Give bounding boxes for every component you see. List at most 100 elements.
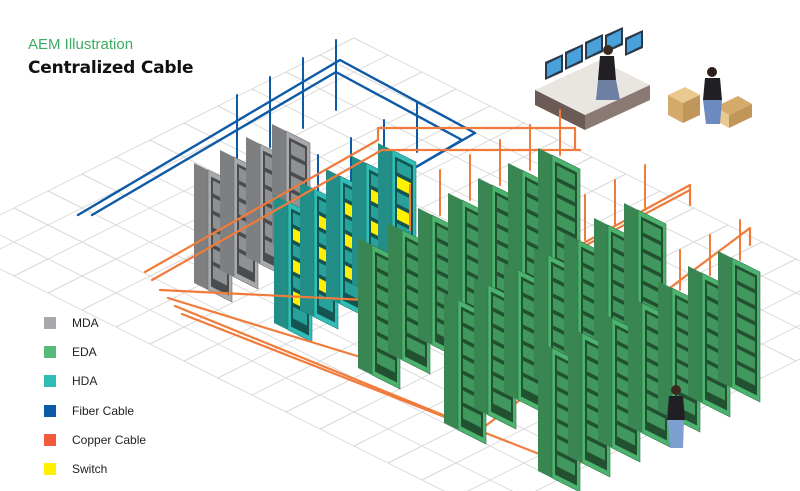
technician-legs	[668, 420, 684, 448]
server-unit	[737, 268, 755, 290]
legend-item-switch: Switch	[44, 454, 146, 483]
shipping-boxes	[668, 67, 752, 128]
rack-side	[538, 341, 552, 478]
rack-side	[246, 137, 260, 264]
legend-item-hda: HDA	[44, 367, 146, 396]
box-side	[683, 95, 700, 123]
rack-side	[568, 326, 582, 463]
server-unit	[557, 213, 575, 235]
desk-side	[585, 85, 650, 130]
desk-top	[535, 60, 650, 115]
rack-side	[418, 208, 432, 345]
rack-side	[508, 163, 522, 300]
control-workstation	[535, 27, 650, 130]
monitor-screen	[607, 30, 621, 50]
server-unit	[557, 165, 575, 187]
legend-swatch	[44, 345, 56, 358]
server-unit	[737, 300, 755, 322]
operator-body	[598, 56, 616, 80]
header: AEM Illustration Centralized Cable	[28, 36, 194, 78]
legend-swatch	[44, 463, 56, 476]
rack-side	[444, 293, 458, 430]
legend-item-eda: EDA	[44, 337, 146, 366]
server-unit	[377, 351, 395, 373]
worker-body	[703, 78, 722, 100]
rack-side	[598, 311, 612, 448]
server-unit	[707, 379, 725, 401]
monitor-screen	[627, 33, 641, 53]
legend-label: Fiber Cable	[72, 403, 135, 418]
monitor-screen	[587, 37, 601, 57]
server-unit	[523, 376, 541, 398]
server-unit	[557, 454, 575, 476]
rack-side	[718, 251, 732, 388]
floor-grid-line	[353, 37, 800, 262]
floor-grid-line	[0, 268, 446, 491]
legend-label: Copper Cable	[72, 432, 147, 447]
legend-swatch	[44, 375, 56, 388]
worker-legs	[703, 100, 722, 124]
rack-side	[658, 281, 672, 418]
rack-side	[388, 223, 402, 360]
server-unit	[737, 348, 755, 370]
switch-unit	[397, 176, 411, 195]
copper-cable	[150, 148, 582, 282]
server-unit	[557, 197, 575, 219]
floor-grid-line	[319, 54, 800, 296]
legend-swatch	[44, 316, 56, 329]
server-unit	[643, 268, 661, 290]
server-unit	[643, 236, 661, 258]
server-unit	[493, 391, 511, 413]
legend-label: EDA	[72, 344, 97, 359]
rack-side	[474, 278, 488, 415]
rack-side	[628, 296, 642, 433]
box-open-side	[729, 104, 752, 128]
server-unit	[643, 252, 661, 274]
server-unit	[291, 141, 305, 162]
rack-side	[688, 266, 702, 403]
server-unit	[737, 332, 755, 354]
rack-side	[504, 263, 518, 400]
operator-legs	[596, 80, 620, 100]
legend-swatch	[44, 404, 56, 417]
server-unit	[643, 284, 661, 306]
box-top	[668, 87, 700, 103]
floor-grid-line	[0, 234, 514, 491]
switch-unit	[397, 207, 411, 227]
monitor-screen	[567, 47, 581, 67]
technician-head	[671, 385, 681, 395]
server-unit	[213, 265, 227, 286]
server-unit	[293, 306, 307, 326]
server-unit	[737, 364, 755, 386]
header-subtitle: AEM Illustration	[28, 36, 134, 53]
legend-swatch	[44, 433, 56, 446]
rack-side	[358, 238, 372, 375]
server-unit	[463, 406, 481, 428]
legend-label: MDA	[72, 315, 99, 330]
worker-head	[707, 67, 717, 77]
server-unit	[239, 252, 253, 273]
box-open-top	[715, 96, 752, 115]
rack-side	[300, 182, 314, 317]
monitor-screen	[547, 57, 561, 77]
server-unit	[557, 181, 575, 203]
copper-cable	[143, 126, 577, 274]
legend: MDA EDA HDA Fiber Cable Copper Cable Swi…	[44, 308, 146, 484]
box-front	[668, 95, 683, 123]
operator-head	[603, 45, 613, 55]
eda-rack-row-3	[538, 251, 761, 491]
rack-side	[538, 148, 552, 285]
rack-side	[478, 178, 492, 315]
legend-item-copper-cable: Copper Cable	[44, 425, 146, 454]
legend-label: Switch	[72, 462, 108, 477]
server-unit	[345, 280, 359, 300]
legend-label: HDA	[72, 374, 98, 389]
server-unit	[407, 336, 425, 358]
rack-side	[220, 150, 234, 277]
server-unit	[291, 158, 305, 179]
server-unit	[617, 424, 635, 446]
rack-side	[448, 193, 462, 330]
server-unit	[397, 191, 411, 211]
